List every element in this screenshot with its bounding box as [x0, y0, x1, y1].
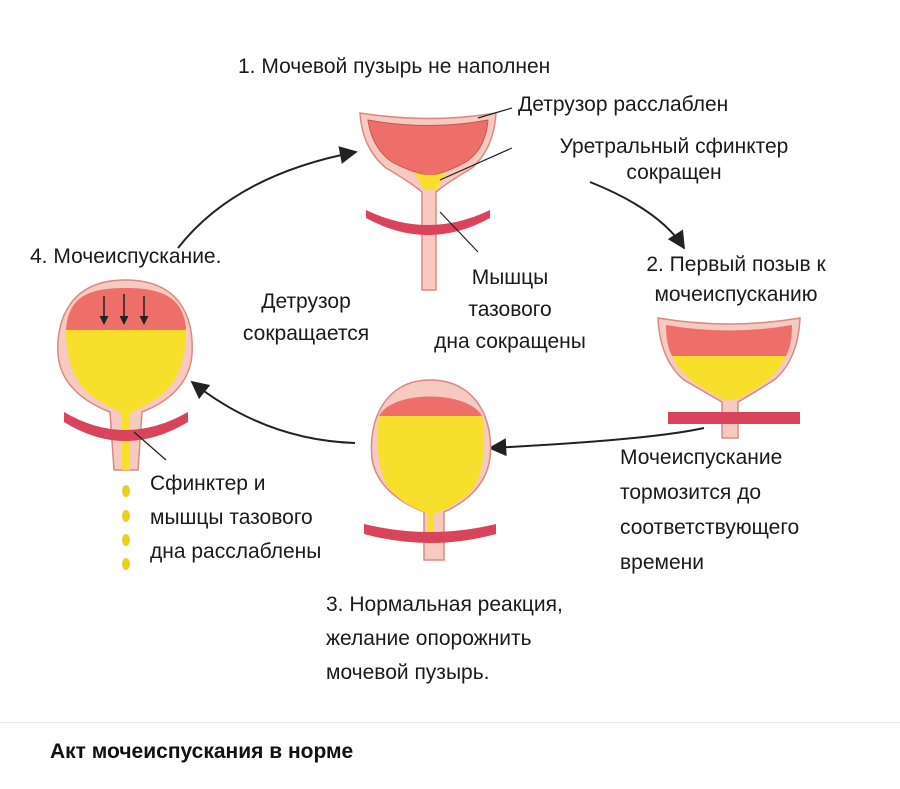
stage-1-pelvic-label: Мышцы тазового дна сокращены	[400, 262, 620, 358]
cycle-arrow-2-to-3	[488, 427, 705, 457]
stage-4-sphincter-line-1: Сфинктер и	[150, 472, 266, 495]
bladder-stage-1	[359, 107, 513, 291]
sphincter-pointer-line	[439, 147, 513, 181]
stage-3-title-line-3: мочевой пузырь.	[326, 661, 490, 684]
bladder-4-detrusor	[66, 288, 186, 330]
stage-4-detrusor-line-1: Детрузор	[261, 290, 351, 313]
stage-2-title: 2. Первый позыв к мочеиспусканию	[604, 250, 868, 310]
stage-4-title: 4. Мочеиспускание.	[30, 245, 222, 268]
bladder-4-urine	[66, 330, 186, 470]
bladder-stage-3	[364, 379, 496, 561]
cycle-arrow-3-to-4	[190, 380, 356, 444]
bladder-2-detrusor	[666, 325, 792, 356]
urine-drop-4	[122, 558, 130, 570]
caption: Акт мочеиспускания в норме	[50, 740, 354, 763]
stage-4-sphincter-label: Сфинктер и мышцы тазового дна расслаблен…	[150, 467, 321, 569]
stage-2-note-line-1: Мочеиспускание	[620, 446, 783, 469]
urine-drop-3	[122, 534, 130, 546]
stage-2-note-line-4: времени	[620, 551, 704, 574]
stage-1-sphincter-line-2: сокращен	[626, 161, 722, 184]
bladder-3-detrusor	[379, 396, 482, 416]
footer	[0, 722, 900, 785]
bladder-3-pelvic-band	[364, 524, 496, 543]
bladder-stage-2	[657, 317, 801, 439]
pelvic-pointer-line	[439, 211, 479, 253]
detrusor-pointer-line	[477, 107, 513, 119]
stage-4-sphincter-line-2: мышцы тазового	[150, 506, 313, 529]
stage-2-title-line-1: 2. Первый позыв к	[646, 253, 826, 276]
stage-4-detrusor-line-2: сокращается	[242, 322, 370, 345]
cycle-arrow-1-to-2	[589, 181, 685, 250]
stage-2-title-line-2: мочеиспусканию	[654, 283, 818, 306]
stage-3-title: 3. Нормальная реакция, желание опорожнит…	[326, 588, 563, 690]
bladder-4-pelvic-band	[64, 412, 188, 441]
stage-2-note-line-2: тормозится до	[620, 481, 762, 504]
bladder-1-pelvic-band	[366, 210, 490, 235]
stage-3-title-line-1: 3. Нормальная реакция,	[326, 593, 563, 616]
relaxed-pointer-line	[133, 431, 167, 461]
stage-1-sphincter-label: Уретральный сфинктер сокращен	[514, 134, 834, 186]
bladder-stage-4	[57, 279, 193, 570]
stage-4-sphincter-line-3: дна расслаблены	[150, 540, 322, 563]
stage-1-detrusor-label: Детрузор расслаблен	[518, 93, 729, 116]
stage-1-sphincter-line-1: Уретральный сфинктер	[559, 135, 789, 158]
stage-1-title: 1. Мочевой пузырь не наполнен	[238, 55, 551, 78]
bladder-2-pelvic-band	[668, 412, 800, 424]
stage-2-note-line-3: соответствующего	[620, 516, 800, 539]
cycle-arrow-4-to-1	[177, 146, 358, 249]
bladder-1-detrusor	[367, 119, 489, 177]
stage-1-pelvic-line-3: дна сокращены	[434, 330, 586, 353]
stage-2-note: Мочеиспускание тормозится до соответству…	[620, 440, 799, 580]
bladder-1-neck-urine	[414, 172, 446, 190]
urine-drop-1	[122, 485, 130, 497]
stage-3-title-line-2: желание опорожнить	[326, 627, 532, 650]
stage-1-pelvic-line-1: Мышцы	[471, 266, 549, 289]
bladder-3-urine	[377, 416, 484, 536]
bladder-2-urine	[672, 356, 786, 400]
stage-1-pelvic-line-2: тазового	[468, 298, 552, 321]
stage-4-detrusor-label: Детрузор сокращается	[206, 286, 406, 350]
urine-drop-2	[122, 510, 130, 522]
